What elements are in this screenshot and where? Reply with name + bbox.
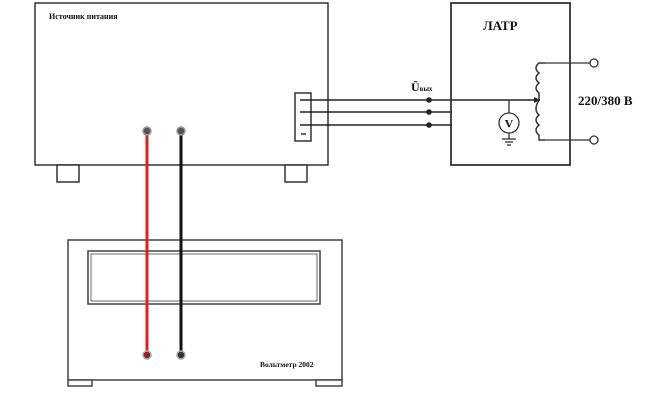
voltmeter-positive-terminal [142, 350, 152, 360]
power-source-label: Источник питания [49, 12, 118, 21]
slider-arrow-icon [534, 97, 540, 103]
voltmeter-display [87, 250, 321, 305]
supply-terminal [589, 58, 599, 68]
positive-terminal [142, 126, 152, 136]
ground-icon [502, 133, 516, 146]
output-connector-panel [294, 92, 312, 142]
autotransformer-coil [535, 62, 545, 141]
voltmeter-negative-terminal [176, 350, 186, 360]
output-terminals [426, 97, 432, 128]
foot [56, 164, 80, 183]
supply-voltage-label: 220/380 В [578, 93, 633, 108]
negative-terminal [176, 126, 186, 136]
output-voltage-label: Ũвых [411, 80, 433, 94]
latr-unit [450, 2, 571, 166]
voltmeter-2002-unit [67, 239, 343, 387]
voltmeter-2002-label: Вольтметр 2002 [260, 360, 314, 369]
latr-label: ЛАТР [483, 18, 518, 33]
supply-terminal [589, 135, 599, 145]
voltmeter-symbol-label: V [505, 117, 514, 131]
foot [284, 164, 308, 183]
